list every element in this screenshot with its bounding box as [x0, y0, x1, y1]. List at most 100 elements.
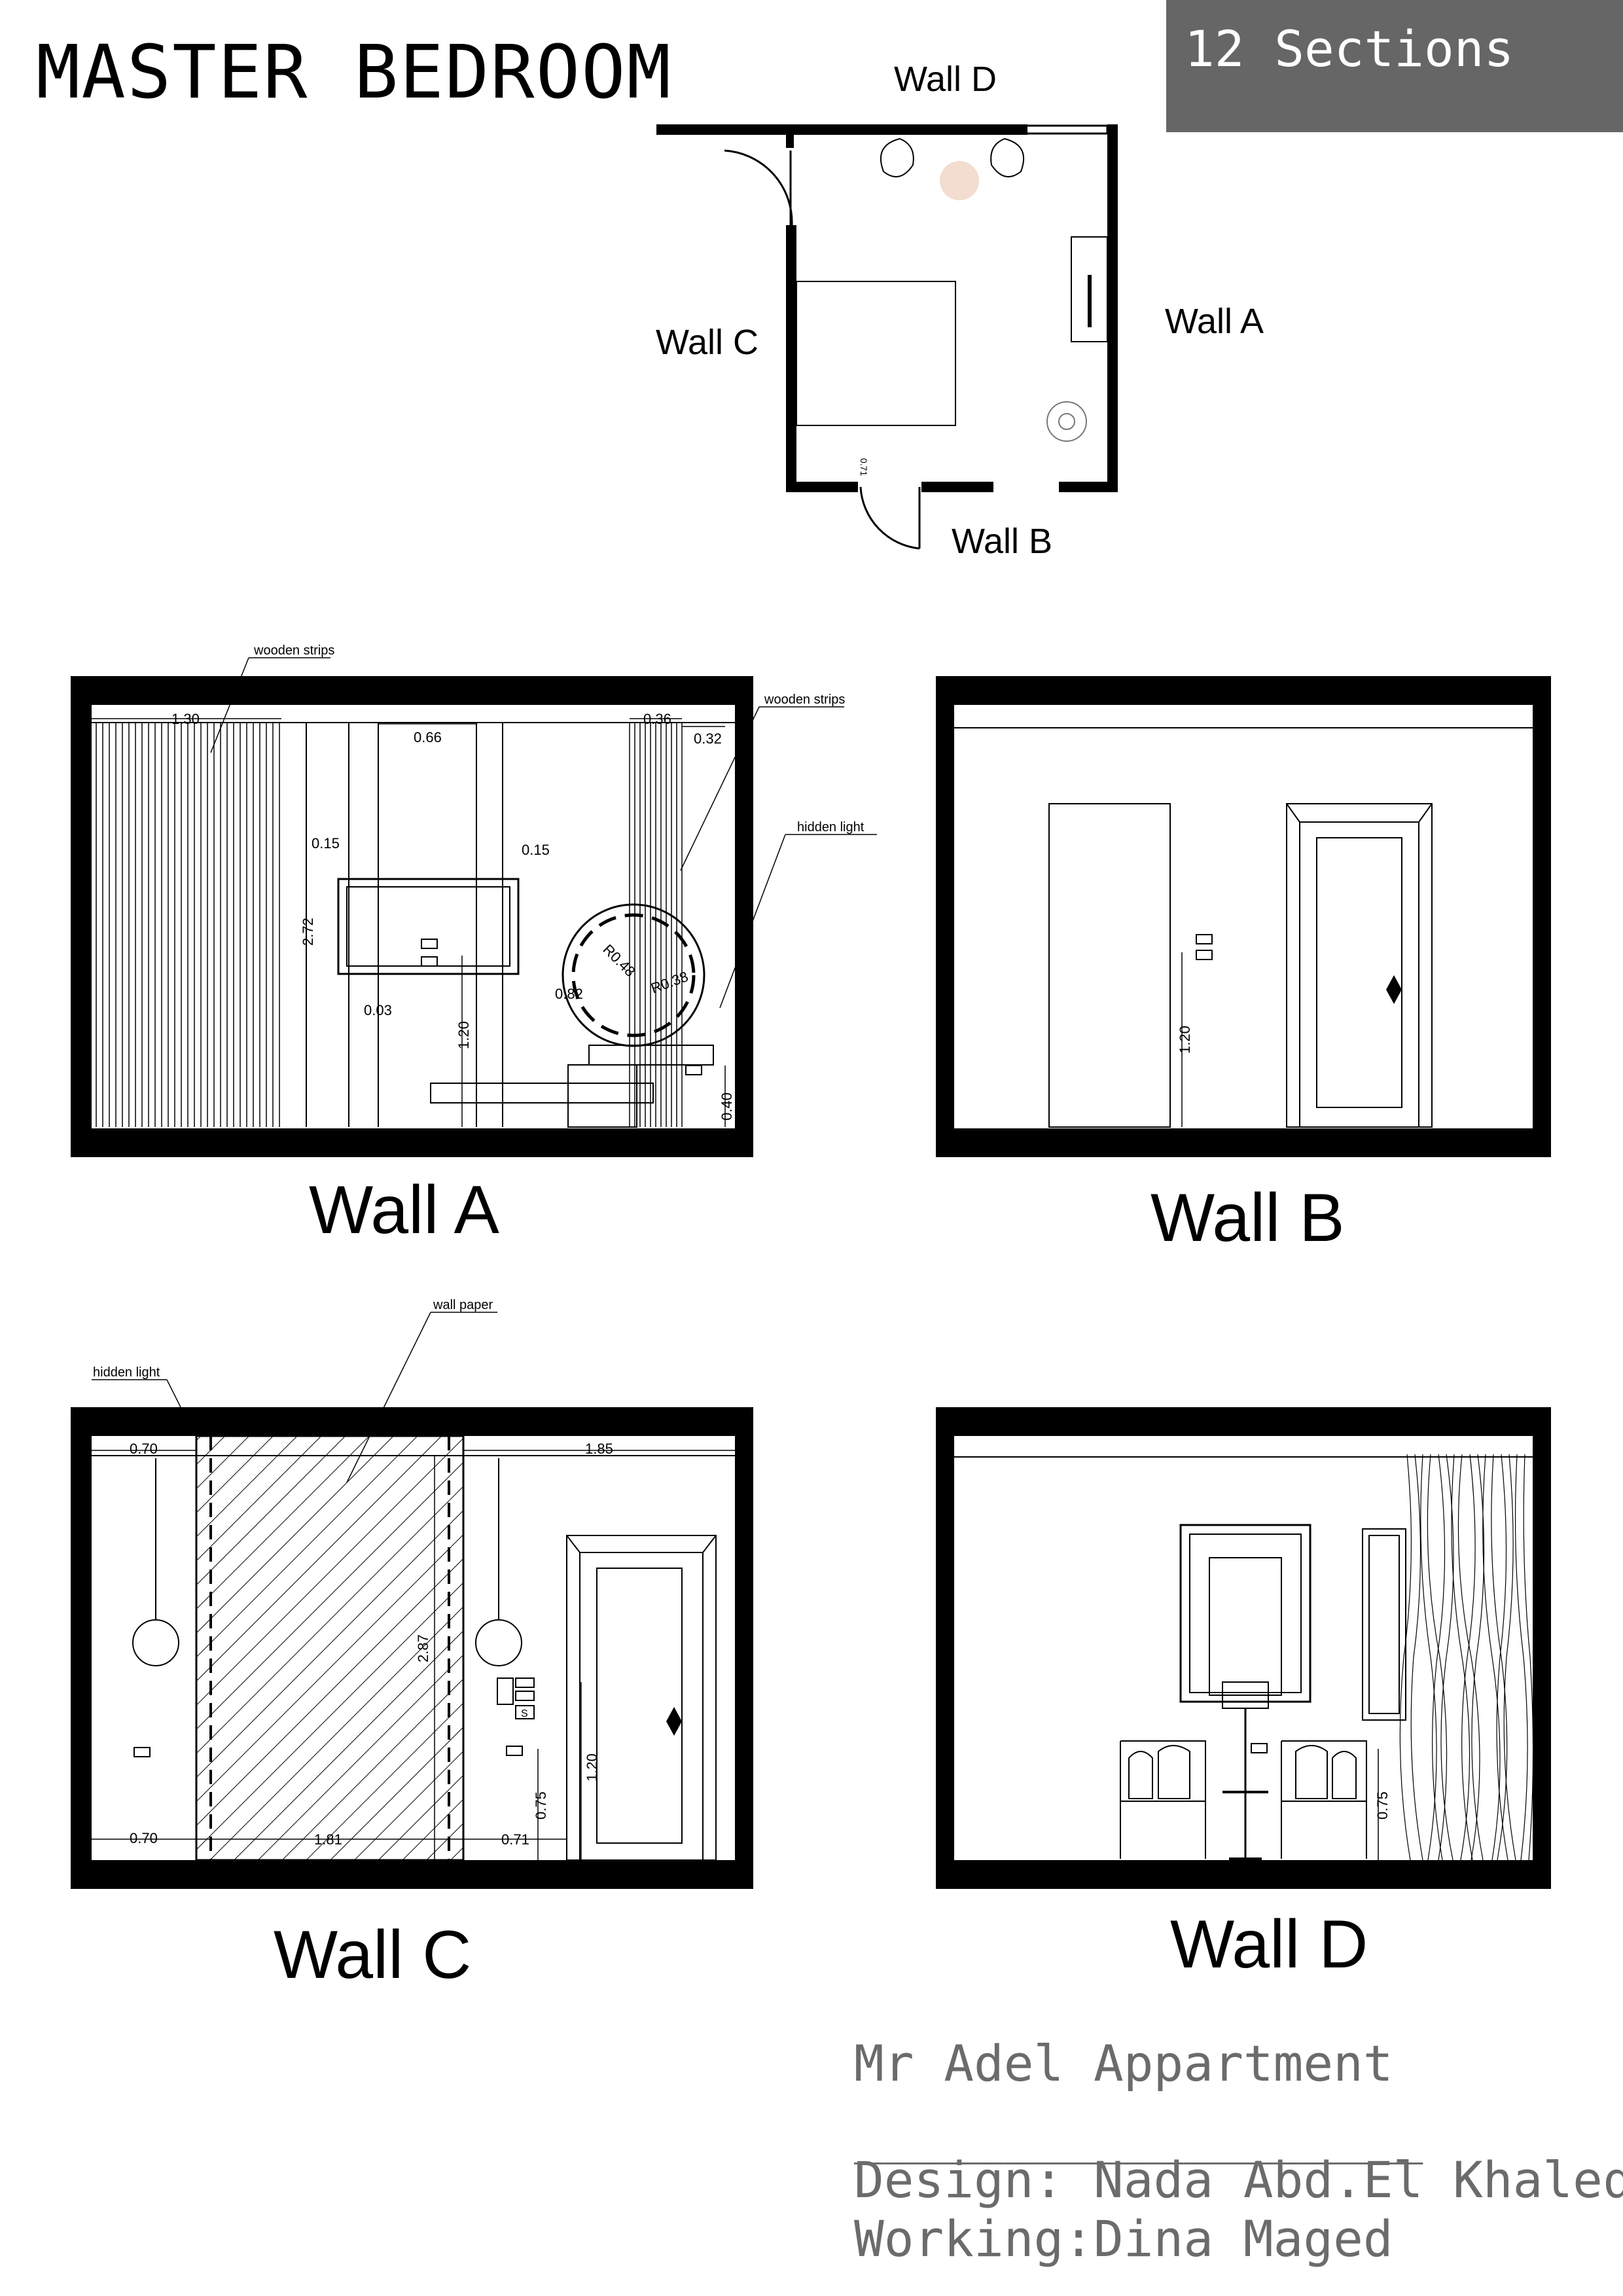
plan-wall-b-right	[1059, 482, 1118, 492]
wall-d-curtain	[1399, 1454, 1534, 1861]
plan-door-bath-swing	[859, 486, 920, 550]
wall-c-wallpaper-frame	[195, 1435, 465, 1861]
wall-a-mirror-light	[571, 913, 696, 1037]
page-title: MASTER BEDROOM	[36, 30, 673, 115]
working-credit: Working:Dina Maged	[854, 2210, 1393, 2268]
plan-mirror-ring	[1046, 401, 1087, 442]
sections-badge-label: 12 Sections	[1185, 20, 1514, 78]
wall-c-switch-mark: S	[521, 1708, 528, 1719]
plan-wall-c-upper	[786, 124, 794, 148]
wall-d-left-side	[936, 1407, 954, 1889]
wall-c-ceiling	[71, 1407, 753, 1436]
plan-label-wall-d: Wall D	[894, 60, 997, 99]
wall-d-art-small-inner	[1368, 1535, 1400, 1714]
caption-wall-d: Wall D	[1170, 1907, 1368, 1982]
wall-a-leader	[210, 657, 249, 753]
wall-a-dim: 0.15	[522, 842, 550, 858]
wall-a-dim: 0.66	[414, 729, 442, 745]
wall-c-socket	[515, 1677, 535, 1688]
caption-wall-a: Wall A	[309, 1172, 499, 1248]
wall-a-left-side	[71, 676, 92, 1157]
wall-a-leader	[719, 834, 786, 1009]
wall-a-note: wooden strips	[253, 643, 334, 658]
wall-a-floor-socket	[685, 1065, 702, 1075]
plan-chair-right	[990, 137, 1024, 177]
wall-c-socket	[515, 1691, 535, 1701]
wall-a-drawer	[567, 1064, 637, 1128]
caption-wall-c: Wall C	[274, 1917, 472, 1993]
plan-wall-b-mid	[921, 482, 993, 492]
plan-chair-left	[880, 137, 914, 177]
wall-d-floor	[936, 1860, 1551, 1889]
wall-d-art-mat	[1209, 1557, 1282, 1696]
wall-d-art-frame-outer	[1179, 1524, 1311, 1703]
wall-c-socket	[506, 1746, 523, 1756]
wall-c-dim: 1.81	[314, 1831, 342, 1848]
wall-b-right-side	[1533, 676, 1551, 1157]
wall-b-ceiling	[936, 676, 1551, 705]
plan-door-dim: 0.71	[859, 458, 869, 476]
sections-badge: 12 Sections	[1166, 0, 1623, 132]
wall-c-switch	[497, 1677, 514, 1705]
wall-c-switch-s	[515, 1705, 535, 1719]
plan-label-wall-b: Wall B	[952, 522, 1053, 561]
plan-bed	[796, 281, 956, 426]
wall-c-pendant-left	[132, 1619, 179, 1666]
wall-a-dim: 0.03	[364, 1002, 392, 1018]
wall-a-note: wooden strips	[764, 692, 845, 707]
wall-c-dim: 1.20	[584, 1753, 600, 1782]
wall-c-dim: 0.71	[501, 1831, 529, 1848]
plan-mirror-core	[1058, 413, 1075, 430]
wall-a-leader	[680, 706, 760, 871]
wall-b-frame-corner	[1286, 803, 1300, 823]
wall-c-leader	[346, 1312, 431, 1483]
designer-credit: Design: Nada Abd.El Khaleq	[854, 2151, 1623, 2209]
wall-d-dim: 0.75	[1374, 1791, 1391, 1820]
wall-a-ceiling	[71, 676, 753, 705]
plan-side-table	[940, 161, 979, 200]
wall-b-opening	[1048, 803, 1171, 1128]
wall-a-socket	[421, 956, 438, 967]
wall-a-dim: 1.20	[455, 1021, 472, 1049]
wall-a-socket	[421, 939, 438, 949]
plan-label-wall-a: Wall A	[1165, 302, 1264, 341]
wall-c-door-handle	[666, 1707, 682, 1736]
wall-c-right-side	[735, 1407, 753, 1889]
wall-a-dim: 0.36	[643, 711, 671, 727]
wall-b-door-casing	[1299, 821, 1419, 1128]
plan-window	[1020, 124, 1109, 135]
wall-c-dim: 0.70	[130, 1441, 158, 1457]
plan-wardrobe	[1071, 236, 1108, 342]
wall-b-door-panel	[1316, 837, 1402, 1108]
wall-a-dim: 0.40	[719, 1092, 735, 1121]
wall-a-desk-top	[430, 1083, 654, 1103]
wall-b-left-side	[936, 676, 954, 1157]
wall-b-door-handle	[1386, 975, 1402, 1004]
wall-b-floor	[936, 1128, 1551, 1157]
wall-a-note: hidden light	[797, 820, 865, 834]
wall-c-dim: 0.75	[533, 1791, 549, 1820]
plan-wall-d-left	[656, 124, 800, 135]
wall-b-frame-corner	[1418, 803, 1433, 823]
wall-a-tv-outer	[337, 878, 520, 975]
wall-a-console-top	[588, 1045, 714, 1066]
wall-c-socket	[134, 1747, 151, 1757]
wall-c-left-side	[71, 1407, 92, 1889]
wall-c-pendant-right	[475, 1619, 522, 1666]
wall-a-dim: 1.30	[171, 711, 200, 727]
wall-a-strips-left	[96, 723, 280, 1127]
title-block-separator: ___________________	[854, 2106, 1423, 2164]
wall-a-dim: 2.72	[300, 918, 316, 946]
plan-wall-a	[1107, 124, 1118, 491]
plan-wall-b-left	[786, 482, 858, 492]
wall-b-socket	[1196, 950, 1213, 960]
wall-c-leader	[166, 1379, 181, 1408]
wall-d-socket	[1251, 1743, 1268, 1753]
wall-c-door-panel	[596, 1568, 683, 1844]
plan-wall-c	[786, 225, 796, 491]
wall-c-note: hidden light	[93, 1365, 160, 1380]
wall-d-right-side	[1533, 1407, 1551, 1889]
wall-b-dim: 1.20	[1177, 1026, 1193, 1054]
